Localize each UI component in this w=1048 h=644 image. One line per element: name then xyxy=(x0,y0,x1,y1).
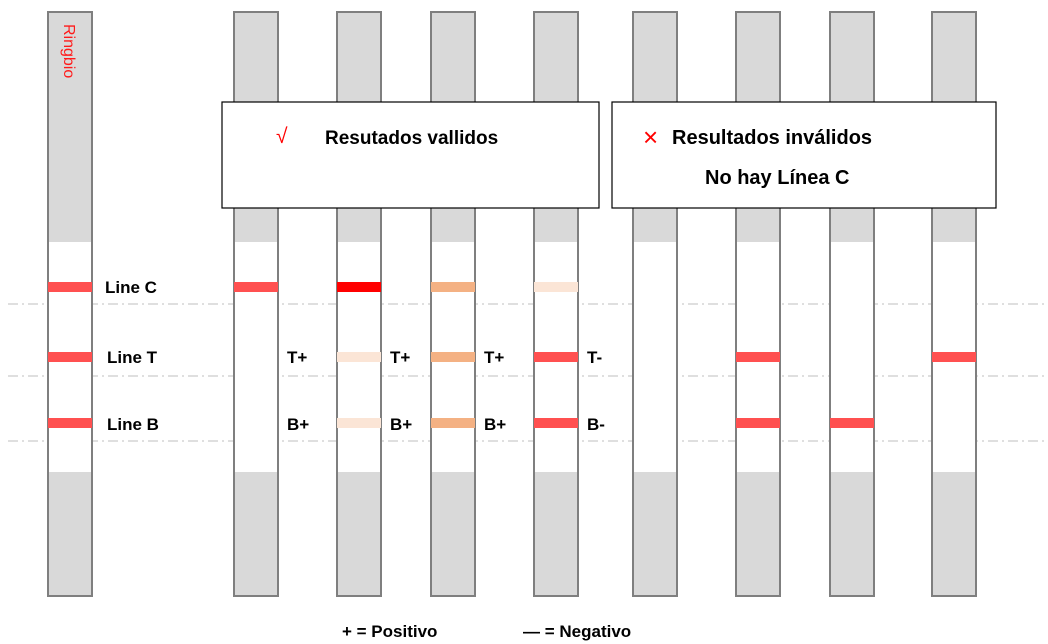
strip-outline xyxy=(430,11,476,597)
strip-outline xyxy=(632,11,678,597)
strip-window xyxy=(633,242,677,472)
t-result-label: T+ xyxy=(390,348,410,367)
test-line xyxy=(932,352,976,362)
b-line xyxy=(736,418,780,428)
strip-bottom-pad xyxy=(234,472,278,596)
strip-outline xyxy=(829,11,875,597)
strip-bottom-pad xyxy=(830,472,874,596)
strip-outline xyxy=(233,11,279,597)
strip-bottom-pad xyxy=(633,472,677,596)
strip-bottom-pad xyxy=(431,472,475,596)
t-result-label: T+ xyxy=(287,348,307,367)
test-line xyxy=(736,352,780,362)
invalid_strips-strip xyxy=(829,11,875,597)
b-line xyxy=(48,418,92,428)
legend-positive: + = Positivo xyxy=(342,622,437,641)
b-line xyxy=(431,418,475,428)
b-result-label: B+ xyxy=(287,415,309,434)
control-line xyxy=(337,282,381,292)
t-result-label: T+ xyxy=(484,348,504,367)
b-result-label: B+ xyxy=(484,415,506,434)
strip-outline xyxy=(336,11,382,597)
valid-results-box: √ Resutados vallidos xyxy=(221,101,600,209)
b-line xyxy=(830,418,874,428)
brand-logo-text: Ringbio xyxy=(60,24,77,78)
control-line xyxy=(431,282,475,292)
b-result-label: B- xyxy=(587,415,605,434)
cross-icon: × xyxy=(643,122,658,152)
guide-lines xyxy=(8,303,1048,442)
strip-bottom-pad xyxy=(932,472,976,596)
control-line xyxy=(534,282,578,292)
label-line-c: Line C xyxy=(105,278,157,297)
strip-bottom-pad xyxy=(736,472,780,596)
invalid_strips-strip xyxy=(735,11,781,597)
control-line xyxy=(234,282,278,292)
valid_strips-strip: T+ B+ xyxy=(336,11,412,597)
invalid-results-box: × Resultados inválidos No hay Línea C xyxy=(611,101,997,209)
strip-bottom-pad xyxy=(534,472,578,596)
strip-outline xyxy=(931,11,977,597)
test-line xyxy=(337,352,381,362)
invalid-box-frame xyxy=(611,101,997,209)
strip-outline xyxy=(735,11,781,597)
invalid-strips xyxy=(632,11,977,597)
strip-top-pad xyxy=(48,12,92,242)
strip-window xyxy=(830,242,874,472)
invalid-box-title: Resultados inválidos xyxy=(672,127,872,149)
valid-box-frame xyxy=(221,101,600,209)
control-line xyxy=(48,282,92,292)
test-line xyxy=(48,352,92,362)
valid-box-title: Resutados vallidos xyxy=(325,128,498,149)
label-line-b: Line B xyxy=(107,415,159,434)
b-line xyxy=(534,418,578,428)
test-line xyxy=(431,352,475,362)
invalid-box-subtitle: No hay Línea C xyxy=(705,167,849,189)
strip-bottom-pad xyxy=(48,472,92,596)
check-icon: √ xyxy=(276,125,288,148)
t-result-label: T- xyxy=(587,348,602,367)
b-result-label: B+ xyxy=(390,415,412,434)
strip-window xyxy=(234,242,278,472)
invalid_strips-strip xyxy=(632,11,678,597)
invalid_strips-strip xyxy=(931,11,977,597)
test-line xyxy=(534,352,578,362)
strip-bottom-pad xyxy=(337,472,381,596)
strip-outline xyxy=(47,11,93,597)
strip-outline xyxy=(533,11,579,597)
legend-negative: — = Negativo xyxy=(523,622,631,641)
reference-strip: Ringbio xyxy=(47,11,93,597)
b-line xyxy=(337,418,381,428)
label-line-t: Line T xyxy=(107,348,158,367)
